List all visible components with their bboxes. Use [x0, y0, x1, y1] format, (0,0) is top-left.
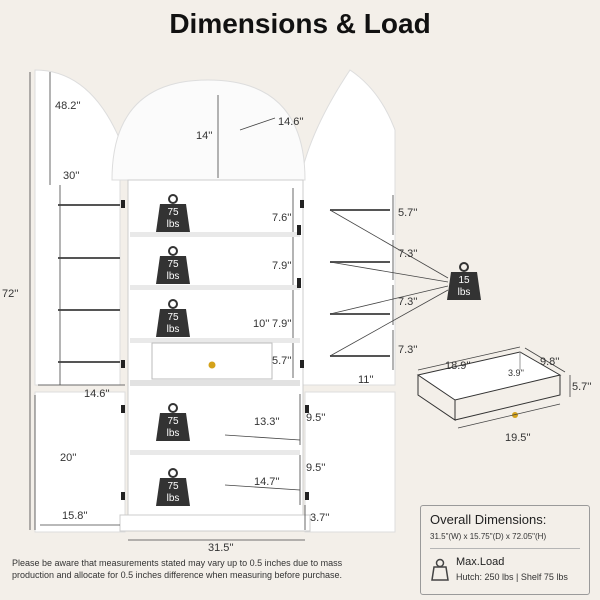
disclaimer-note: Please be aware that measurements stated… [12, 558, 343, 580]
door-width-left-label: 14.6'' [84, 388, 110, 400]
door-rack-gap-2-label: 7.3'' [398, 248, 418, 260]
shelf-gap-3-label: 7.9'' [272, 318, 292, 330]
shelf-gap-1-label: 7.6'' [272, 212, 292, 224]
shelf-weight-icon-3 [156, 299, 190, 337]
svg-text:75: 75 [167, 312, 179, 323]
shelf-weight-unit: lbs [167, 219, 180, 230]
svg-text:lbs: lbs [167, 493, 180, 504]
lower-door-height-label: 20'' [60, 452, 77, 464]
base-height-label: 3.7'' [310, 512, 330, 524]
svg-text:75: 75 [167, 259, 179, 270]
drawer-width-label: 19.5'' [505, 432, 531, 444]
svg-text:lbs: lbs [167, 271, 180, 282]
overall-heading: Overall Dimensions: [430, 512, 547, 527]
drawer-inner-width-label: 18.9'' [445, 360, 471, 372]
lower-depth-label: 13.3'' [254, 416, 280, 428]
arch-width-label: 14.6'' [278, 116, 304, 128]
door-rack-gap-3-label: 7.3'' [398, 296, 418, 308]
drawer-detail [416, 351, 562, 421]
right-door-racks [330, 209, 390, 357]
lower-width-label: 14.7'' [254, 476, 280, 488]
overall-width-label: 31.5'' [208, 542, 234, 554]
svg-text:75: 75 [167, 416, 179, 427]
door-rack-gap-1-label: 5.7'' [398, 207, 418, 219]
door-height-label: 48.2'' [55, 100, 81, 112]
door-lower-height-label: 30'' [63, 170, 80, 182]
lower-door-width-label: 15.8'' [62, 510, 88, 522]
drawer-knob [208, 361, 216, 369]
weight-icon [431, 558, 449, 581]
right-lower-door [304, 391, 396, 533]
cabinet-drawer [151, 342, 273, 380]
lower-gap-1-label: 9.5'' [306, 412, 326, 424]
shelf-weight-icon-1 [156, 194, 190, 232]
arch-height-label: 14'' [196, 130, 213, 142]
door-rack-weight-value: 15 [458, 275, 470, 286]
svg-text:75: 75 [167, 481, 179, 492]
max-load-heading: Max.Load [456, 556, 505, 568]
shelf-weight-value: 75 [167, 207, 179, 218]
drawer-gap-label: 5.7'' [272, 355, 292, 367]
door-width-right-label: 11'' [358, 374, 374, 386]
cabinet-arch [111, 79, 306, 181]
shelf-weight-icon-4 [156, 403, 190, 441]
left-door-racks [58, 204, 120, 363]
lower-gap-2-label: 9.5'' [306, 462, 326, 474]
drawer-depth-label: 9.8'' [540, 356, 560, 368]
door-rack-gap-4-label: 7.3'' [398, 344, 418, 356]
left-upper-door [34, 69, 121, 386]
shelf-gap-2-label: 7.9'' [272, 260, 292, 272]
shelf-weight-icon-5 [156, 468, 190, 506]
drawer-inner-height-label: 3.9'' [508, 368, 524, 378]
door-rack-weight-icon [447, 262, 481, 300]
overall-divider [430, 548, 580, 549]
cabinet-base [119, 514, 311, 532]
page-title: Dimensions & Load [169, 8, 431, 39]
door-rack-weight-unit: lbs [458, 287, 471, 298]
overall-dimensions-box: Overall Dimensions: 31.5"(W) x 15.75"(D)… [420, 505, 590, 595]
left-lower-door [34, 391, 126, 533]
overall-dims: 31.5"(W) x 15.75"(D) x 72.05"(H) [430, 532, 547, 541]
svg-text:lbs: lbs [167, 428, 180, 439]
overall-height-label: 72'' [2, 288, 19, 300]
right-upper-door [299, 69, 396, 386]
svg-text:lbs: lbs [167, 324, 180, 335]
drawer-height-label: 5.7'' [572, 381, 592, 393]
shelf-depth-label: 10'' [253, 318, 270, 330]
shelf-weight-icon-2 [156, 246, 190, 284]
max-load-detail: Hutch: 250 lbs | Shelf 75 lbs [456, 572, 568, 582]
